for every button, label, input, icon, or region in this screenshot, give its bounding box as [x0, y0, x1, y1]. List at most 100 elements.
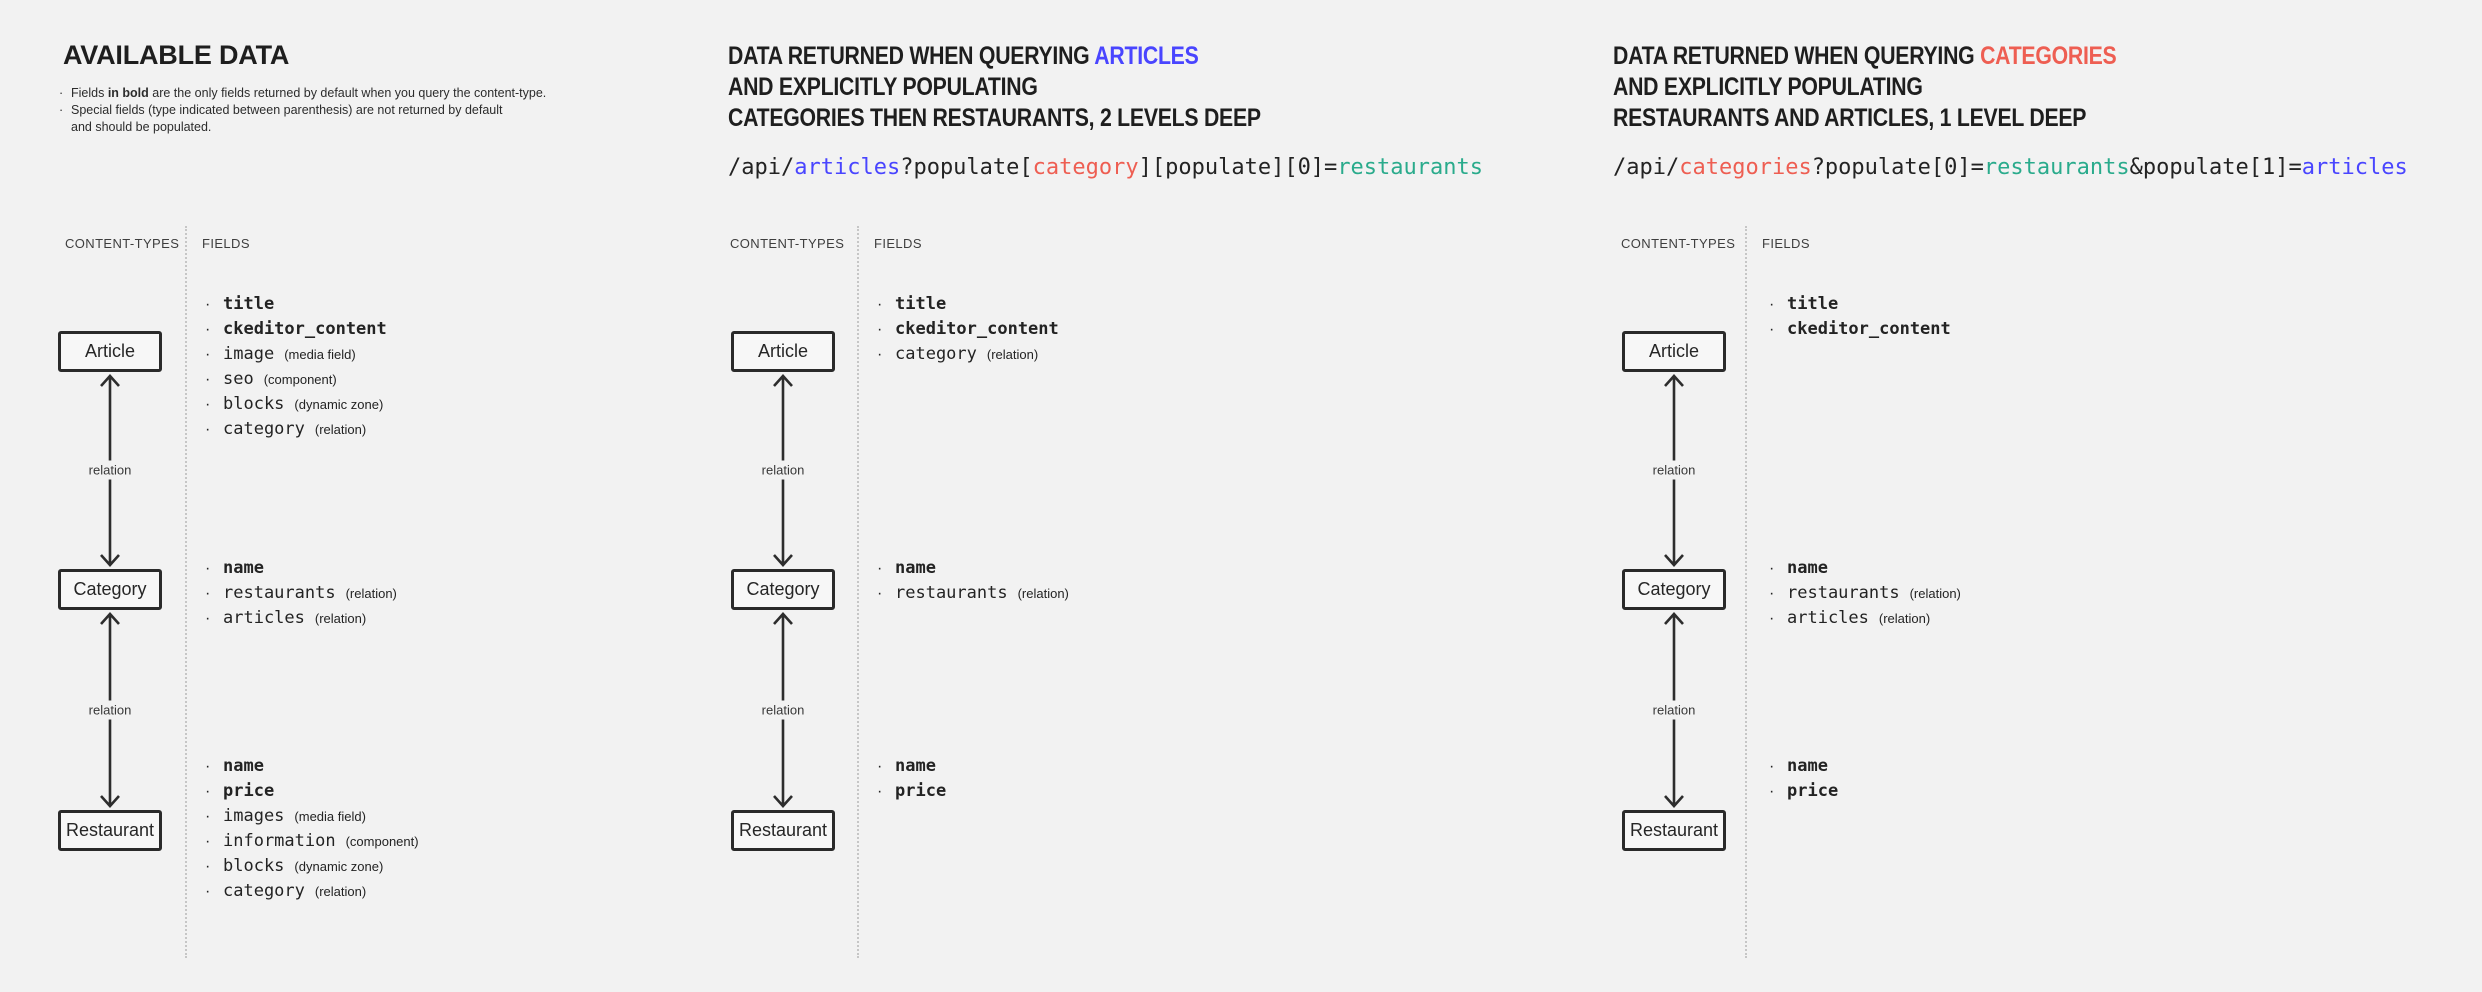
code-segment: &populate[1]= — [2129, 155, 2302, 180]
restaurant-box-label: Restaurant — [65, 820, 155, 840]
field-name: image — [223, 344, 275, 364]
field-type: (media field) — [294, 809, 366, 824]
field-name: name — [895, 558, 936, 578]
title-highlight: ARTICLES — [1094, 42, 1199, 70]
panel3-title: DATA RETURNED WHEN QUERYING CATEGORIES A… — [1613, 41, 2117, 134]
field-item: restaurants(relation) — [1769, 581, 1961, 606]
note-text: Special fields (type indicated between p… — [71, 103, 503, 134]
field-item: ckeditor_content — [877, 317, 1059, 342]
field-item: category (relation) — [205, 879, 419, 904]
field-type: (relation) — [314, 884, 367, 899]
field-name: seo — [223, 369, 254, 389]
category-box-label: Category — [1637, 579, 1711, 599]
field-item: name — [1769, 754, 1838, 779]
field-name: name — [1787, 558, 1828, 578]
note-item: Fields in bold are the only fields retur… — [59, 85, 546, 102]
column-divider — [1745, 226, 1747, 958]
article-fields-list: title ckeditor_content category(relation… — [877, 292, 1059, 367]
restaurant-box: Restaurant — [1622, 810, 1726, 851]
bullet-icon — [59, 85, 71, 102]
article-fields-list: title ckeditor_content image(media field… — [205, 292, 387, 442]
field-name: title — [1787, 294, 1839, 314]
field-item: articles (relation) — [1769, 606, 1961, 631]
field-name: ckeditor_content — [223, 319, 387, 339]
field-type: (relation) — [1878, 611, 1931, 626]
api-query-code: /api/articles?populate[category][populat… — [728, 155, 1483, 180]
category-box-label: Category — [746, 579, 820, 599]
field-type: (relation) — [314, 422, 367, 437]
restaurant-box: Restaurant — [731, 810, 835, 851]
fields-label: FIELDS — [202, 236, 250, 251]
field-name: title — [895, 294, 947, 314]
category-box: Category — [1622, 569, 1726, 610]
restaurant-fields-list: name price images(media field) informati… — [205, 754, 419, 904]
code-segment: category — [1032, 155, 1139, 180]
article-box: Article — [58, 331, 162, 372]
title-line: CATEGORIES THEN RESTAURANTS, 2 LEVELS DE… — [728, 104, 1261, 132]
field-item: category(relation) — [877, 342, 1059, 367]
restaurant-box-label: Restaurant — [738, 820, 828, 840]
category-box: Category — [731, 569, 835, 610]
relation-label: relation — [83, 700, 137, 720]
column-divider — [185, 226, 187, 958]
bullet-icon — [59, 102, 71, 136]
field-type: (media field) — [284, 347, 356, 362]
field-name: category — [895, 344, 977, 364]
code-segment: articles — [794, 155, 901, 180]
title-line: DATA RETURNED WHEN QUERYING CATEGORIES — [1613, 42, 2117, 70]
field-item: price — [205, 779, 419, 804]
restaurant-fields-list: name price — [1769, 754, 1838, 804]
field-name: name — [223, 558, 264, 578]
article-box-label: Article — [1648, 341, 1699, 361]
restaurant-box: Restaurant — [58, 810, 162, 851]
note-item: Special fields (type indicated between p… — [59, 102, 546, 136]
panel2-title: DATA RETURNED WHEN QUERYING ARTICLES AND… — [728, 41, 1261, 134]
panel1-notes: Fields in bold are the only fields retur… — [59, 85, 546, 136]
field-item: name — [1769, 556, 1961, 581]
field-type: (relation) — [1017, 586, 1069, 601]
content-types-label: CONTENT-TYPES — [730, 236, 845, 251]
category-box-label: Category — [73, 579, 147, 599]
field-item: name — [877, 556, 1069, 581]
field-name: ckeditor_content — [895, 319, 1059, 339]
field-item: price — [1769, 779, 1838, 804]
field-item: title — [1769, 292, 1951, 317]
relation-label: relation — [83, 460, 137, 480]
field-name: restaurants — [895, 583, 1008, 603]
article-box-label: Article — [757, 341, 808, 361]
category-fields-list: name restaurants(relation) articles (rela… — [1769, 556, 1961, 631]
fields-label: FIELDS — [874, 236, 922, 251]
field-name: blocks — [223, 394, 285, 414]
title-line: DATA RETURNED WHEN QUERYING ARTICLES — [728, 42, 1199, 70]
field-type: (component) — [263, 372, 337, 387]
category-fields-list: name restaurants(relation) articles(rela… — [205, 556, 397, 631]
title-line: RESTAURANTS AND ARTICLES, 1 LEVEL DEEP — [1613, 104, 2087, 132]
article-box: Article — [1622, 331, 1726, 372]
field-type: (dynamic zone) — [294, 859, 384, 874]
field-name: category — [223, 881, 305, 901]
field-item: articles(relation) — [205, 606, 397, 631]
code-segment: articles — [2301, 155, 2408, 180]
code-segment: categories — [1679, 155, 1812, 180]
field-name: blocks — [223, 856, 285, 876]
field-item: image (media field) — [205, 342, 387, 367]
field-item: ckeditor_content — [205, 317, 387, 342]
field-name: images — [223, 806, 285, 826]
field-name: restaurants — [223, 583, 336, 603]
field-name: articles — [1787, 608, 1869, 628]
column-divider — [857, 226, 859, 958]
api-query-code: /api/categories?populate[0]=restaurants&… — [1613, 155, 2408, 180]
field-item: category(relation) — [205, 417, 387, 442]
category-fields-list: name restaurants (relation) — [877, 556, 1069, 606]
field-name: ckeditor_content — [1787, 319, 1951, 339]
code-segment: /api/ — [728, 155, 795, 180]
code-segment: ?populate[ — [900, 155, 1033, 180]
code-segment: restaurants — [1337, 155, 1484, 180]
field-item: information(component) — [205, 829, 419, 854]
field-name: name — [1787, 756, 1828, 776]
code-segment: restaurants — [1983, 155, 2130, 180]
field-name: price — [223, 781, 275, 801]
field-item: seo (component) — [205, 367, 387, 392]
content-types-label: CONTENT-TYPES — [65, 236, 180, 251]
field-name: restaurants — [1787, 583, 1900, 603]
